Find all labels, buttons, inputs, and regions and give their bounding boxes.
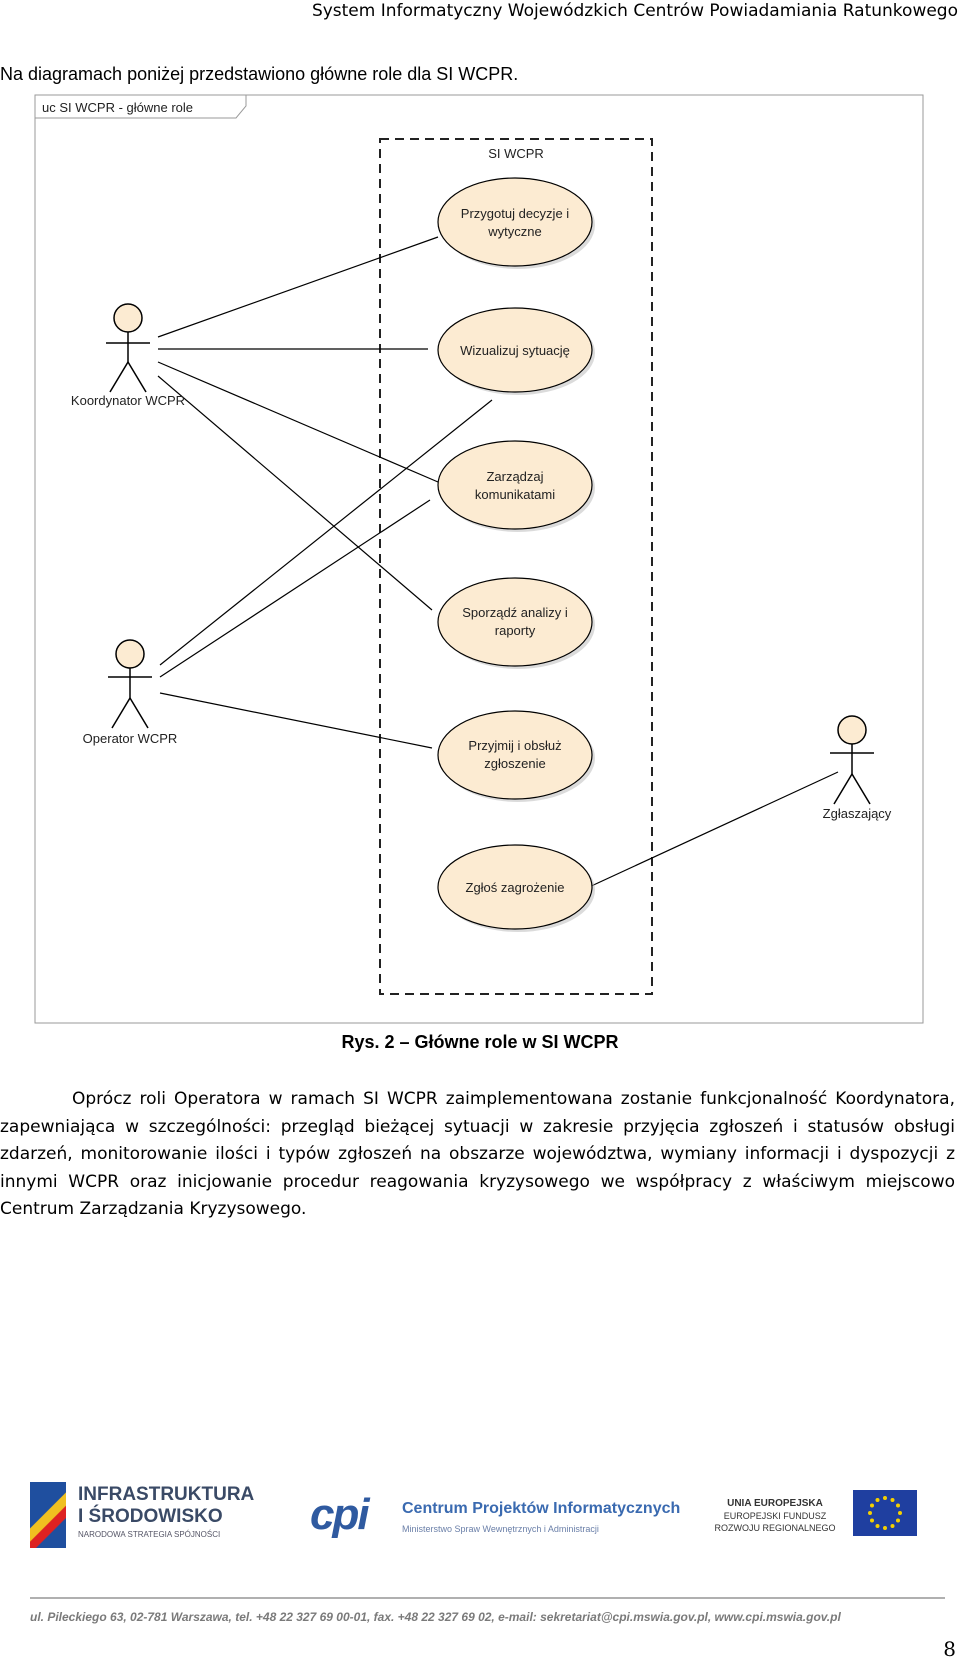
footer-divider [30, 1597, 945, 1599]
eu-line1: UNIA EUROPEJSKA [727, 1498, 823, 1509]
use-case-przygotuj-decyzje: Przygotuj decyzje i wytyczne [437, 177, 595, 269]
eu-flag-icon [853, 1490, 917, 1536]
cpi-subtitle: Ministerstwo Spraw Wewnętrznych i Admini… [402, 1524, 599, 1534]
infrastruktura-title: INFRASTRUKTURA I ŚRODOWISKO [78, 1484, 254, 1528]
infrastruktura-emblem-icon [30, 1482, 66, 1548]
actor-label-operator: Operator WCPR [83, 731, 178, 746]
use-case-zarzadzaj-komunikatami: Zarządzaj komunikatami [437, 440, 595, 532]
association-koordynator-sporzadz [157, 375, 433, 611]
infrastruktura-line1: INFRASTRUKTURA [78, 1484, 255, 1505]
eu-text: UNIA EUROPEJSKA EUROPEJSKI FUNDUSZ ROZWO… [705, 1498, 845, 1534]
use-case-label-line2: zgłoszenie [484, 756, 545, 771]
actor-label-zglaszajacy: Zgłaszający [823, 806, 892, 821]
actor-zglaszajacy [830, 715, 874, 805]
association-operator-wizualizuj [159, 399, 493, 666]
sponsor-logos: INFRASTRUKTURA I ŚRODOWISKO NARODOWA STR… [30, 1480, 945, 1570]
use-case-label-line1: Wizualizuj sytuację [460, 343, 570, 358]
use-case-label-line2: komunikatami [475, 487, 555, 502]
use-case-label-line1: Zarządzaj [486, 469, 543, 484]
cpi-logo: cpi Centrum Projektów Informatycznych Mi… [310, 1490, 680, 1550]
eu-logo: UNIA EUROPEJSKA EUROPEJSKI FUNDUSZ ROZWO… [705, 1490, 945, 1550]
frame-label: uc SI WCPR - główne role [42, 100, 193, 115]
association-zglaszajacy-zglos [586, 771, 839, 889]
association-operator-przyjmij [159, 692, 433, 749]
infrastruktura-line2: I ŚRODOWISKO [78, 1506, 223, 1527]
use-case-diagram: uc SI WCPR - główne role SI WCPR Przygot… [34, 94, 924, 1024]
system-boundary-label: SI WCPR [488, 146, 544, 161]
use-case-zglos-zagrozenie: Zgłoś zagrożenie [437, 844, 595, 932]
intro-text: Na diagramach poniżej przedstawiono głów… [0, 64, 519, 84]
association-koordynator-przygotuj [157, 236, 439, 338]
actor-operator [108, 639, 152, 729]
use-case-label-line1: Sporządź analizy i [462, 605, 568, 620]
use-case-sporzadz-analizy: Sporządź analizy i raporty [437, 577, 595, 669]
use-case-label-line2: raporty [495, 623, 536, 638]
eu-line2: EUROPEJSKI FUNDUSZ [723, 1511, 827, 1521]
figure-caption: Rys. 2 – Główne role w SI WCPR [341, 1032, 619, 1052]
use-case-label-line1: Przyjmij i obsłuż [468, 738, 561, 753]
infrastruktura-subtitle: NARODOWA STRATEGIA SPÓJNOŚCI [78, 1530, 221, 1539]
system-boundary [379, 138, 653, 995]
use-case-wizualizuj-sytuacje: Wizualizuj sytuację [437, 307, 595, 395]
eu-line3: ROZWOJU REGIONALNEGO [714, 1523, 836, 1533]
associations [157, 236, 839, 889]
infrastruktura-logo: INFRASTRUKTURA I ŚRODOWISKO NARODOWA STR… [30, 1480, 254, 1550]
use-case-label-line1: Zgłoś zagrożenie [466, 880, 565, 895]
association-operator-zarzadzaj [159, 499, 431, 678]
use-case-label-line1: Przygotuj decyzje i [461, 206, 569, 221]
page-number: 8 [943, 1637, 956, 1661]
cpi-mark: cpi [310, 1490, 370, 1539]
association-koordynator-zarzadzaj [157, 361, 439, 483]
frame-label-tab [34, 94, 247, 119]
actor-koordynator [106, 303, 150, 393]
cpi-name: Centrum Projektów Informatycznych [402, 1500, 681, 1517]
document-header-title: System Informatyczny Wojewódzkich Centró… [311, 1, 958, 21]
body-paragraph: Oprócz roli Operatora w ramach SI WCPR z… [0, 1089, 955, 1219]
use-case-przyjmij-zgloszenie: Przyjmij i obsłuż zgłoszenie [437, 710, 595, 802]
footer-address: ul. Pileckiego 63, 02-781 Warszawa, tel.… [30, 1610, 841, 1624]
actor-label-koordynator: Koordynator WCPR [71, 393, 185, 408]
use-case-label-line2: wytyczne [487, 224, 541, 239]
